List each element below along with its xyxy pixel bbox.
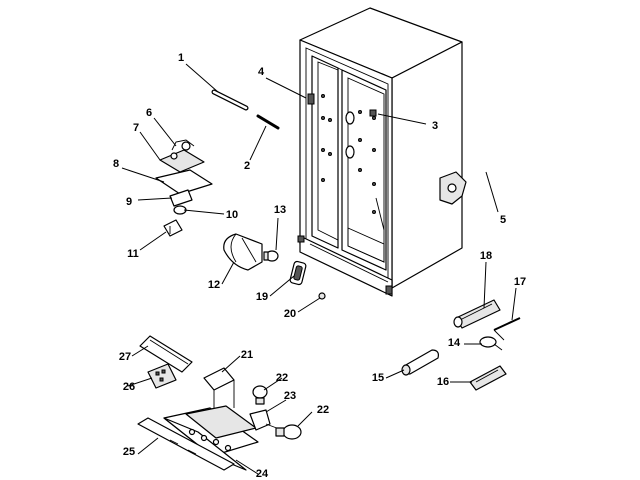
callout-5: 5 — [500, 214, 506, 226]
callout-22-upper: 22 — [276, 372, 288, 384]
callout-13: 13 — [274, 204, 286, 216]
callout-21: 21 — [241, 349, 253, 361]
part-16-bracket — [469, 365, 507, 391]
callout-16: 16 — [437, 376, 449, 388]
callout-2: 2 — [244, 160, 250, 172]
part-14-fitting — [479, 336, 503, 351]
refrigerator-cabinet — [297, 7, 467, 297]
callout-10: 10 — [226, 209, 238, 221]
callout-3: 3 — [432, 120, 438, 132]
callout-11: 11 — [127, 248, 139, 260]
leader-lines — [121, 63, 517, 475]
part-1-tube — [211, 89, 249, 111]
callout-25: 25 — [123, 446, 135, 458]
callout-27: 27 — [119, 351, 131, 363]
part-20-screw — [318, 292, 326, 300]
callout-1: 1 — [178, 52, 184, 64]
part-19-switch — [289, 260, 307, 286]
callout-24: 24 — [256, 468, 269, 480]
part-15-filter — [401, 349, 439, 376]
callout-20: 20 — [284, 308, 296, 320]
part-2-rod — [256, 114, 280, 130]
callout-19: 19 — [256, 291, 268, 303]
part-13-bulb — [263, 250, 279, 262]
callout-22-lower: 22 — [317, 404, 329, 416]
part-18-heater — [453, 299, 501, 329]
callout-12: 12 — [208, 279, 220, 291]
callout-4: 4 — [258, 66, 265, 78]
callout-6: 6 — [146, 107, 152, 119]
callout-14: 14 — [448, 337, 461, 349]
callout-7: 7 — [133, 122, 139, 134]
callout-9: 9 — [126, 196, 132, 208]
shelf-supports — [321, 94, 376, 214]
callout-26: 26 — [123, 381, 135, 393]
callout-8: 8 — [113, 158, 119, 170]
part-12-light-shield — [223, 233, 263, 271]
callout-15: 15 — [372, 372, 384, 384]
callouts: 1 2 3 4 5 6 7 8 9 10 11 12 13 14 15 16 1… — [113, 52, 526, 480]
callout-23: 23 — [284, 390, 296, 402]
callout-17: 17 — [514, 276, 526, 288]
control-panel-assembly — [137, 335, 302, 471]
callout-18: 18 — [480, 250, 492, 262]
part-17-probe — [493, 317, 521, 341]
control-assembly — [155, 139, 213, 237]
